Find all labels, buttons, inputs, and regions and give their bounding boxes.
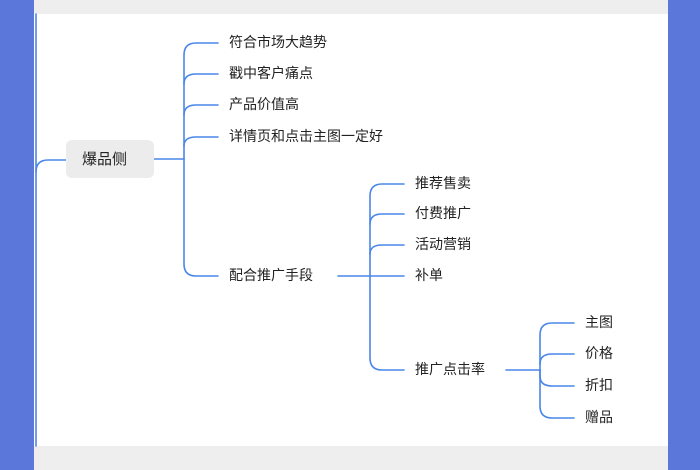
node-recommend-sale: 推荐售卖 — [415, 176, 471, 192]
link-l2-e — [369, 275, 405, 371]
node-gift: 赠品 — [585, 410, 613, 426]
link-l1-c — [183, 104, 219, 116]
mindmap-canvas — [34, 14, 668, 446]
bottom-band — [34, 446, 668, 470]
node-trend: 符合市场大趋势 — [229, 35, 327, 51]
l3-trunk-top — [539, 322, 575, 371]
root-node — [66, 140, 154, 178]
node-promotion: 配合推广手段 — [229, 268, 313, 284]
node-supplement-order: 补单 — [415, 268, 443, 284]
link-l1-b — [183, 73, 219, 85]
node-pain-point: 戳中客户痛点 — [229, 66, 313, 82]
node-value: 产品价值高 — [229, 97, 299, 113]
link-l2-b — [369, 213, 405, 225]
root-label: 爆品侧 — [82, 150, 128, 168]
link-l3-d — [539, 369, 575, 419]
link-l3-b — [539, 353, 575, 365]
left-border — [0, 0, 34, 470]
l2-trunk-top — [369, 183, 405, 277]
node-price: 价格 — [585, 346, 613, 362]
node-detail-page: 详情页和点击主图一定好 — [229, 129, 383, 145]
node-main-image: 主图 — [585, 315, 613, 331]
link-l1-d — [183, 136, 219, 147]
node-ctr: 推广点击率 — [415, 362, 485, 378]
top-band — [34, 0, 668, 14]
trunk-l1 — [183, 42, 219, 160]
link-l2-c — [369, 244, 405, 255]
node-event-marketing: 活动营销 — [415, 237, 471, 253]
root-link — [35, 159, 67, 173]
link-l1-e — [183, 158, 219, 277]
node-paid-promotion: 付费推广 — [415, 206, 471, 222]
right-border — [668, 0, 700, 470]
node-discount: 折扣 — [585, 378, 613, 394]
link-l3-c — [539, 369, 575, 387]
